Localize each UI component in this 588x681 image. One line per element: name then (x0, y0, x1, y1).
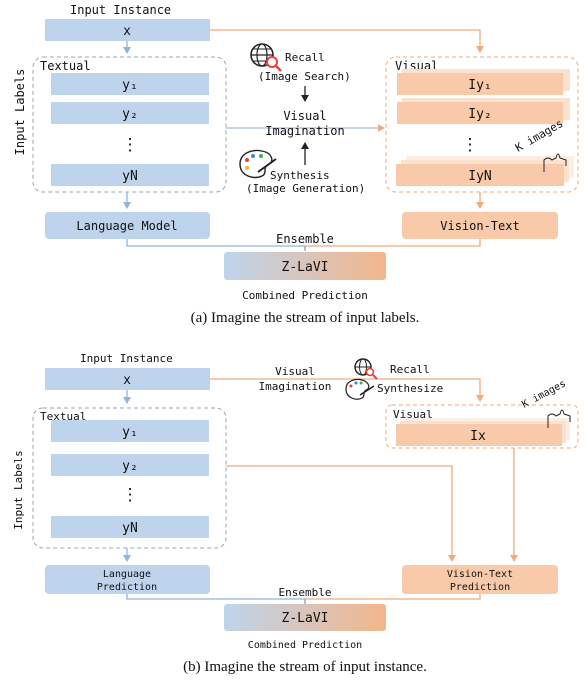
iy-dots: ⋮ (462, 135, 479, 155)
vision-text-line1-b: Vision-Text (447, 569, 513, 580)
language-prediction-line2: Prediction (97, 582, 157, 593)
yn-box (51, 164, 209, 186)
input-instance-label-b: Input Instance (80, 352, 173, 365)
y2-box-b (51, 454, 209, 476)
x-label-b: x (123, 373, 131, 388)
globe-search-icon-b (354, 358, 378, 380)
y-dots-b: ⋮ (122, 485, 139, 505)
combined-prediction-label: Combined Prediction (242, 289, 368, 302)
y1-box (51, 73, 209, 95)
textual-title-b: Textual (40, 410, 86, 423)
zlavi-label: Z-LaVI (282, 260, 329, 275)
vt-to-ensemble-connector (305, 239, 481, 247)
y2-label-b: y₂ (122, 459, 138, 474)
iy1-label: Iy₁ (468, 78, 491, 93)
caption-b: (b) Imagine the stream of input instance… (183, 659, 427, 675)
vision-text-line2-b: Prediction (450, 582, 510, 593)
yn-label: yN (122, 169, 138, 184)
zlavi-box-b (224, 604, 386, 631)
textual-title: Textual (40, 59, 91, 73)
x-label: x (123, 24, 131, 39)
iyn-box (396, 164, 564, 186)
textual-group (32, 56, 227, 193)
y2-label: y₂ (122, 107, 138, 122)
k-images-brace (543, 153, 567, 172)
vision-text-label: Vision-Text (440, 219, 519, 233)
synthesis-line2: (Image Generation) (246, 182, 365, 195)
y1-box-b (51, 420, 209, 442)
language-model-box (45, 212, 210, 239)
x-box-b (45, 368, 210, 390)
ensemble-label-b: Ensemble (279, 586, 332, 599)
vision-text-box (402, 212, 558, 239)
yn-label-b: yN (122, 521, 138, 536)
panel-a: Input Instance x Input Labels Textual y₁… (13, 3, 579, 326)
visual-imagination-line2: Imagination (265, 124, 344, 138)
recall-line2: (Image Search) (258, 70, 351, 83)
k-images-brace-b (547, 409, 571, 428)
visual-group-b (385, 404, 579, 449)
visual-imagination-line1-b: Visual (275, 365, 315, 378)
globe-search-icon (250, 43, 282, 72)
recall-line1: Recall (285, 51, 325, 64)
paint-palette-icon (239, 149, 277, 179)
iy1-box (397, 73, 563, 95)
visual-title-b: Visual (393, 408, 433, 421)
input-labels-side-label: Input Labels (13, 69, 27, 156)
paint-palette-icon-b (345, 378, 375, 400)
yn-box-b (51, 516, 209, 538)
vision-text-prediction-box (402, 565, 558, 594)
visual-group (385, 56, 579, 193)
language-prediction-line1: Language (103, 569, 151, 580)
iyn-label: IyN (468, 169, 491, 184)
panel-b: Input Instance x Visual Imagination Reca… (12, 352, 579, 675)
k-images-label-b: K images (520, 378, 568, 410)
vt-to-ensemble-connector-b (305, 594, 481, 600)
x-to-visual-connector-b (210, 378, 484, 402)
ix-box (396, 424, 562, 446)
x-to-visual-connector (210, 29, 484, 53)
textual-to-vt-connector-b (226, 465, 456, 562)
y2-box (51, 102, 209, 124)
synthesize-label-b: Synthesize (377, 382, 443, 395)
x-box (45, 19, 210, 41)
iy2-box (397, 102, 563, 124)
input-instance-label: Input Instance (70, 3, 171, 17)
zlavi-label-b: Z-LaVI (282, 611, 329, 626)
synthesis-line1: Synthesis (270, 169, 330, 182)
caption-a: (a) Imagine the stream of input labels. (191, 310, 420, 326)
y1-label: y₁ (122, 78, 138, 93)
language-prediction-box (45, 565, 210, 594)
recall-label-b: Recall (390, 363, 430, 376)
lp-to-ensemble-connector-b (126, 594, 305, 600)
visual-imagination-line1: Visual (283, 109, 326, 123)
input-labels-side-label-b: Input Labels (12, 450, 25, 529)
ensemble-label: Ensemble (276, 232, 334, 246)
zlavi-box (224, 252, 386, 280)
y1-label-b: y₁ (122, 425, 138, 440)
combined-prediction-label-b: Combined Prediction (248, 640, 362, 651)
ix-label: Ix (470, 429, 486, 444)
lm-to-ensemble-connector (126, 239, 305, 247)
language-model-label: Language Model (76, 219, 177, 233)
visual-imagination-line2-b: Imagination (259, 380, 332, 393)
iy2-label: Iy₂ (468, 107, 491, 122)
textual-group-b (32, 407, 227, 549)
y-dots: ⋮ (122, 135, 139, 155)
